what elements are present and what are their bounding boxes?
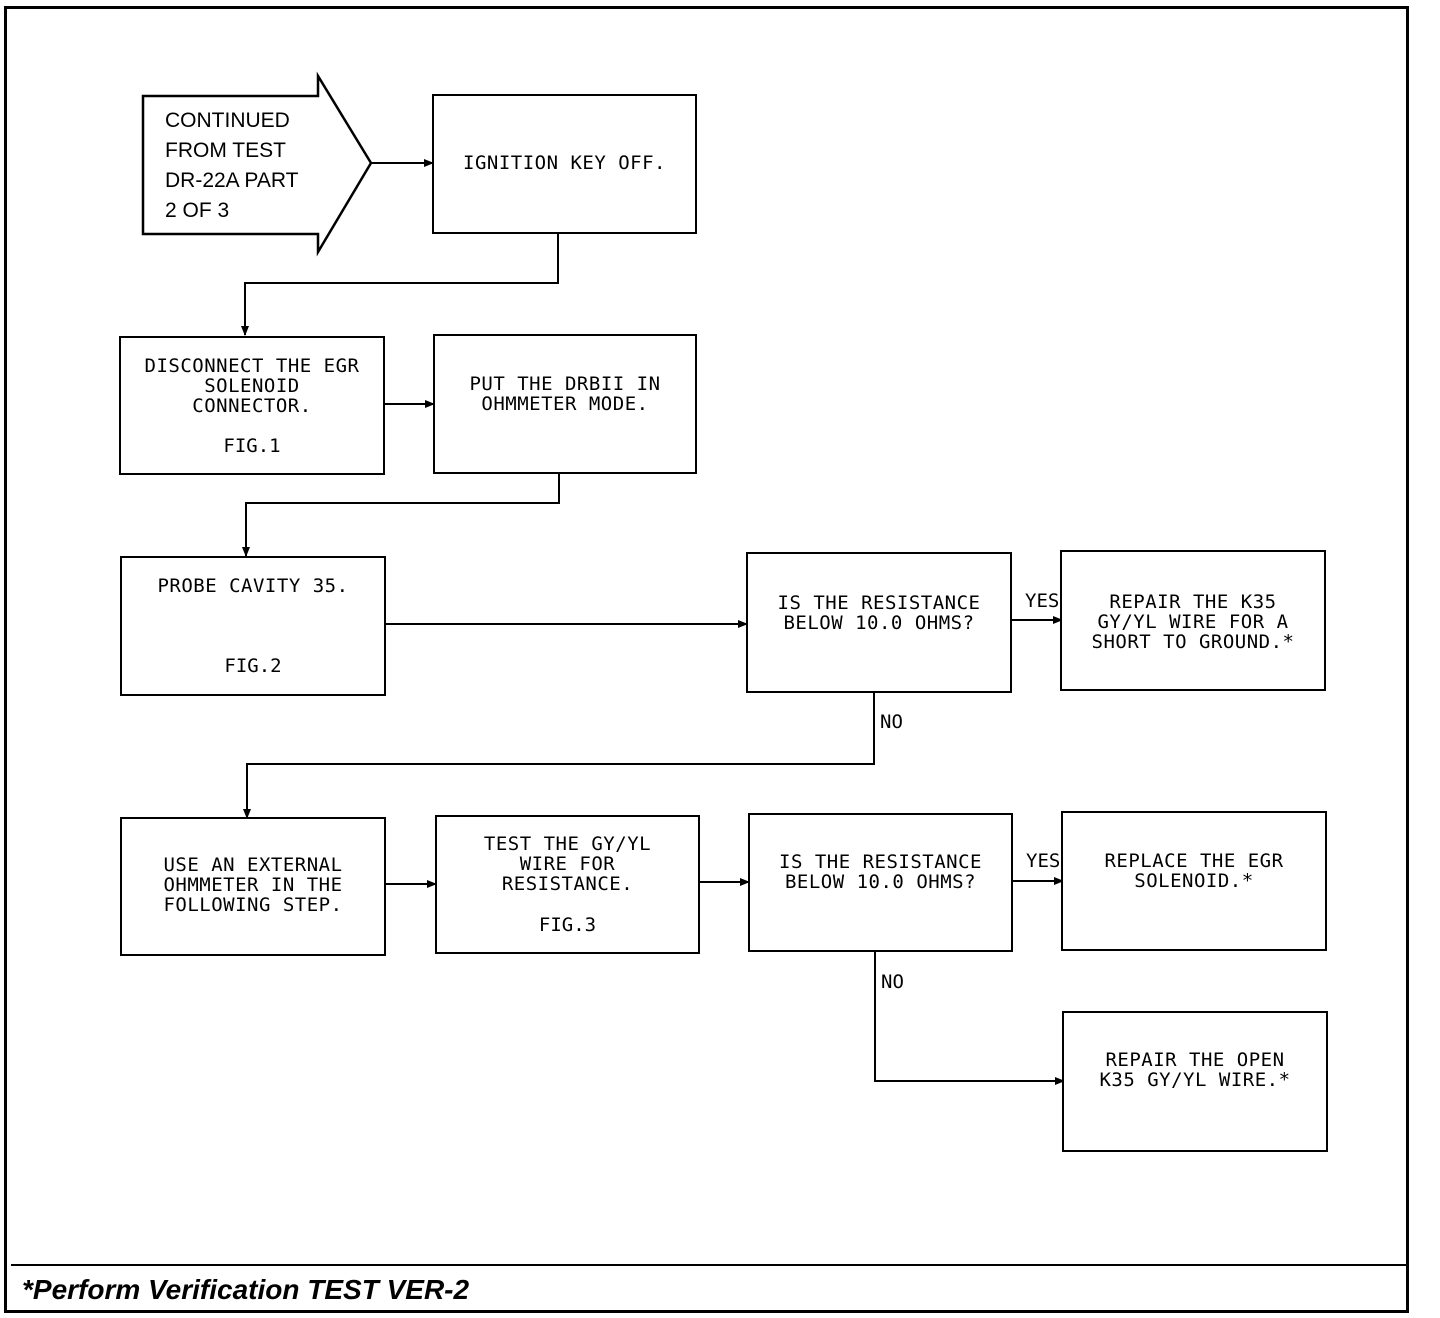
page-frame <box>4 6 1409 1313</box>
step-probe-cavity: PROBE CAVITY 35. FIG.2 <box>120 556 386 696</box>
verification-footer: *Perform Verification TEST VER-2 <box>22 1274 470 1305</box>
no-label: NO <box>881 971 904 993</box>
step-test-wire: TEST THE GY/YL WIRE FOR RESISTANCE. FIG.… <box>435 815 700 954</box>
step-text: TEST THE GY/YL WIRE FOR RESISTANCE. <box>483 833 652 895</box>
connector-ignition-disconnect <box>241 233 559 336</box>
step-ignition-key-off: IGNITION KEY OFF. <box>432 94 697 234</box>
decision-resistance-2: IS THE RESISTANCE BELOW 10.0 OHMS? <box>748 813 1013 952</box>
result-replace-solenoid: REPLACE THE EGR SOLENOID.* <box>1061 811 1327 951</box>
step-disconnect-egr: DISCONNECT THE EGR SOLENOID CONNECTOR. F… <box>119 336 385 475</box>
start-arrow-shape <box>141 71 373 257</box>
yes-label: YES <box>1025 590 1060 612</box>
step-drbii-ohmmeter: PUT THE DRBII IN OHMMETER MODE. <box>433 334 697 474</box>
step-text: PUT THE DRBII IN OHMMETER MODE. <box>469 373 661 415</box>
step-text: REPAIR THE K35 GY/YL WIRE FOR A SHORT TO… <box>1091 591 1295 653</box>
figure-reference: FIG.2 <box>224 655 282 677</box>
start-label: CONTINUED FROM TEST DR-22A PART 2 OF 3 <box>165 109 299 222</box>
result-repair-open: REPAIR THE OPEN K35 GY/YL WIRE.* <box>1062 1011 1328 1152</box>
yes-label: YES <box>1026 850 1061 872</box>
figure-reference: FIG.1 <box>223 435 281 457</box>
figure-reference: FIG.3 <box>538 914 597 936</box>
result-repair-short: REPAIR THE K35 GY/YL WIRE FOR A SHORT TO… <box>1060 550 1326 691</box>
step-text: DISCONNECT THE EGR SOLENOID CONNECTOR. <box>144 355 360 417</box>
connector-question1-no <box>243 692 875 819</box>
footer-divider <box>11 1264 1409 1266</box>
step-text: REPAIR THE OPEN K35 GY/YL WIRE.* <box>1099 1049 1291 1091</box>
no-label: NO <box>880 711 903 733</box>
step-text: REPLACE THE EGR SOLENOID.* <box>1104 850 1284 892</box>
step-text: PROBE CAVITY 35. <box>157 575 349 597</box>
step-text: IS THE RESISTANCE BELOW 10.0 OHMS? <box>779 851 982 893</box>
step-text: IGNITION KEY OFF. <box>463 152 666 174</box>
step-text: IS THE RESISTANCE BELOW 10.0 OHMS? <box>777 592 981 634</box>
step-external-ohmmeter: USE AN EXTERNAL OHMMETER IN THE FOLLOWIN… <box>120 817 386 956</box>
step-text: USE AN EXTERNAL OHMMETER IN THE FOLLOWIN… <box>163 854 343 916</box>
connector-question2-no <box>874 951 1065 1085</box>
connector-drbii-probe <box>242 473 560 557</box>
decision-resistance-1: IS THE RESISTANCE BELOW 10.0 OHMS? <box>746 552 1012 693</box>
